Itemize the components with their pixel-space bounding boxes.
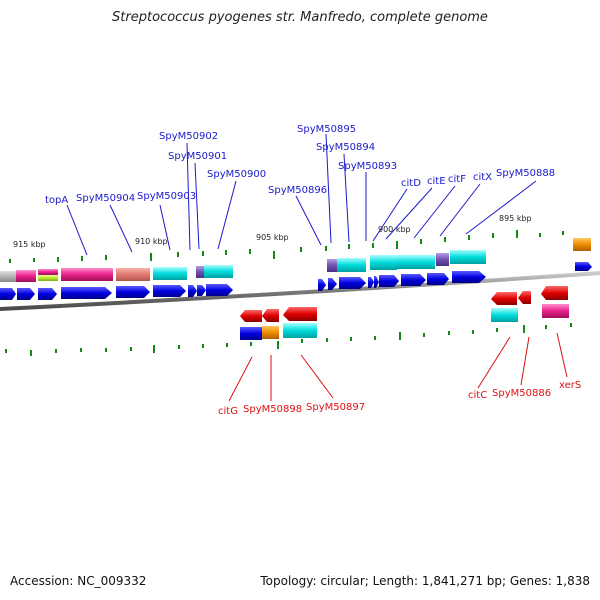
feature-box [0, 271, 16, 282]
reverse-gene [518, 291, 531, 304]
accession-text: Accession: NC_009332 [10, 574, 147, 588]
forward-gene [153, 285, 186, 297]
kbp-label: 915 kbp [13, 240, 46, 249]
forward-gene [38, 288, 57, 300]
feature-box [61, 268, 113, 281]
gene-label-spym50886: SpyM50886 [492, 388, 551, 399]
forward-gene [188, 285, 197, 297]
gene-label-citC: citC [468, 390, 487, 401]
forward-gene [197, 285, 206, 296]
reverse-gene [262, 309, 279, 322]
gene-label-topA: topA [45, 195, 68, 206]
gene-label-citG: citG [218, 406, 238, 417]
page-title: Streptococcus pyogenes str. Manfredo, co… [112, 10, 488, 25]
forward-gene [452, 271, 486, 283]
gene-label-xerS: xerS [559, 380, 581, 391]
feature-box [16, 270, 36, 282]
forward-gene [206, 284, 233, 296]
gene-label-spym50902: SpyM50902 [159, 131, 218, 142]
lower-tick-marks [5, 323, 572, 356]
forward-gene [17, 288, 35, 300]
feature-box [436, 253, 449, 266]
feature-box [337, 258, 366, 272]
gene-label-spym50898: SpyM50898 [243, 404, 302, 415]
forward-gene [374, 276, 379, 288]
lower-gene-labels: citG SpyM50898 SpyM50897 citC SpyM50886 … [218, 380, 581, 417]
reverse-gene [283, 307, 317, 321]
feature-box [542, 304, 569, 318]
feature-box [491, 308, 518, 322]
feature-box [196, 266, 204, 278]
feature-box [262, 326, 279, 339]
kbp-label: 905 kbp [256, 233, 289, 242]
upper-tick-marks [9, 230, 564, 263]
gene-label-spym50896: SpyM50896 [268, 185, 327, 196]
gene-label-citX: citX [473, 172, 492, 183]
gene-label-spym50901: SpyM50901 [168, 151, 227, 162]
lower-leader-lines [228, 332, 568, 402]
gene-label-spym50888: SpyM50888 [496, 168, 555, 179]
forward-gene [116, 286, 150, 298]
gene-label-citD: citD [401, 178, 421, 189]
gene-label-spym50903: SpyM50903 [137, 191, 196, 202]
reverse-gene [541, 286, 568, 300]
upper-leader-lines [66, 133, 537, 256]
feature-box [204, 265, 233, 278]
forward-gene [368, 277, 374, 288]
forward-gene [401, 274, 426, 286]
forward-gene [0, 288, 16, 300]
forward-gene [575, 262, 592, 271]
gene-label-spym50895: SpyM50895 [297, 124, 356, 135]
gene-label-spym50894: SpyM50894 [316, 142, 375, 153]
forward-gene [379, 275, 399, 287]
gene-label-spym50904: SpyM50904 [76, 193, 135, 204]
upper-gene-labels: topA SpyM50904 SpyM50903 SpyM50902 SpyM5… [45, 124, 555, 206]
gene-label-spym50897: SpyM50897 [306, 402, 365, 413]
upper-feature-row [0, 238, 591, 282]
genome-summary-text: Topology: circular; Length: 1,841,271 bp… [260, 574, 590, 588]
feature-box [327, 259, 337, 272]
feature-box [370, 255, 397, 270]
reverse-strand-genes [240, 286, 568, 322]
feature-box [283, 323, 317, 338]
gene-label-spym50900: SpyM50900 [207, 169, 266, 180]
lower-feature-row [240, 304, 569, 340]
genome-backbone [0, 271, 600, 311]
feature-box [397, 255, 435, 269]
reverse-gene [240, 310, 262, 322]
feature-box [573, 238, 591, 251]
gene-label-citF: citF [448, 174, 466, 185]
gene-label-spym50893: SpyM50893 [338, 161, 397, 172]
feature-box [38, 269, 58, 275]
kbp-labels: 915 kbp 910 kbp 905 kbp 900 kbp 895 kbp [13, 214, 532, 249]
feature-box [38, 275, 58, 281]
feature-box [116, 268, 150, 281]
kbp-label: 895 kbp [499, 214, 532, 223]
forward-gene [328, 278, 337, 290]
gene-label-citE: citE [427, 176, 446, 187]
kbp-label: 910 kbp [135, 237, 168, 246]
forward-gene [61, 287, 112, 299]
forward-gene [318, 279, 326, 291]
forward-gene [427, 273, 449, 285]
forward-strand-genes [0, 262, 592, 300]
feature-box [240, 327, 262, 340]
feature-box [450, 250, 486, 264]
reverse-gene [491, 292, 517, 305]
feature-box [153, 267, 187, 280]
forward-gene [339, 277, 366, 289]
